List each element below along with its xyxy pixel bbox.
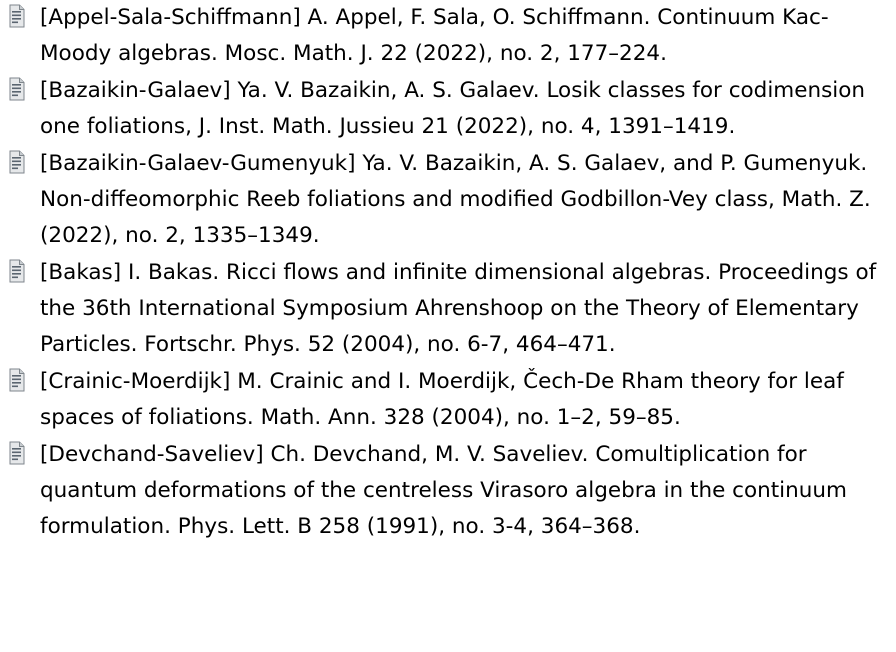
bib-entry: [Bakas] I. Bakas. Ricci flows and infini…	[0, 255, 896, 363]
bib-entry-text: [Devchand-Saveliev] Ch. Devchand, M. V. …	[40, 442, 847, 539]
bib-entry: [Bazaikin-Galaev-Gumenyuk] Ya. V. Bazaik…	[0, 146, 896, 254]
document-icon	[0, 255, 40, 287]
bib-entry-text: [Crainic-Moerdijk] M. Crainic and I. Moe…	[40, 369, 844, 430]
bib-entry-text: [Appel-Sala-Schiffmann] A. Appel, F. Sal…	[40, 5, 829, 66]
bib-entry-text: [Bazaikin-Galaev-Gumenyuk] Ya. V. Bazaik…	[40, 151, 871, 248]
document-icon	[0, 73, 40, 105]
bib-entry-text: [Bazaikin-Galaev] Ya. V. Bazaikin, A. S.…	[40, 78, 866, 139]
document-icon	[0, 437, 40, 469]
document-icon	[0, 146, 40, 178]
document-icon	[0, 0, 40, 32]
bib-entry: [Crainic-Moerdijk] M. Crainic and I. Moe…	[0, 364, 896, 436]
bibliography-list: [Appel-Sala-Schiffmann] A. Appel, F. Sal…	[0, 0, 896, 545]
bib-entry: [Appel-Sala-Schiffmann] A. Appel, F. Sal…	[0, 0, 896, 72]
bib-entry: [Devchand-Saveliev] Ch. Devchand, M. V. …	[0, 437, 896, 545]
bib-entry: [Bazaikin-Galaev] Ya. V. Bazaikin, A. S.…	[0, 73, 896, 145]
document-icon	[0, 364, 40, 396]
bib-entry-text: [Bakas] I. Bakas. Ricci flows and infini…	[40, 260, 877, 357]
